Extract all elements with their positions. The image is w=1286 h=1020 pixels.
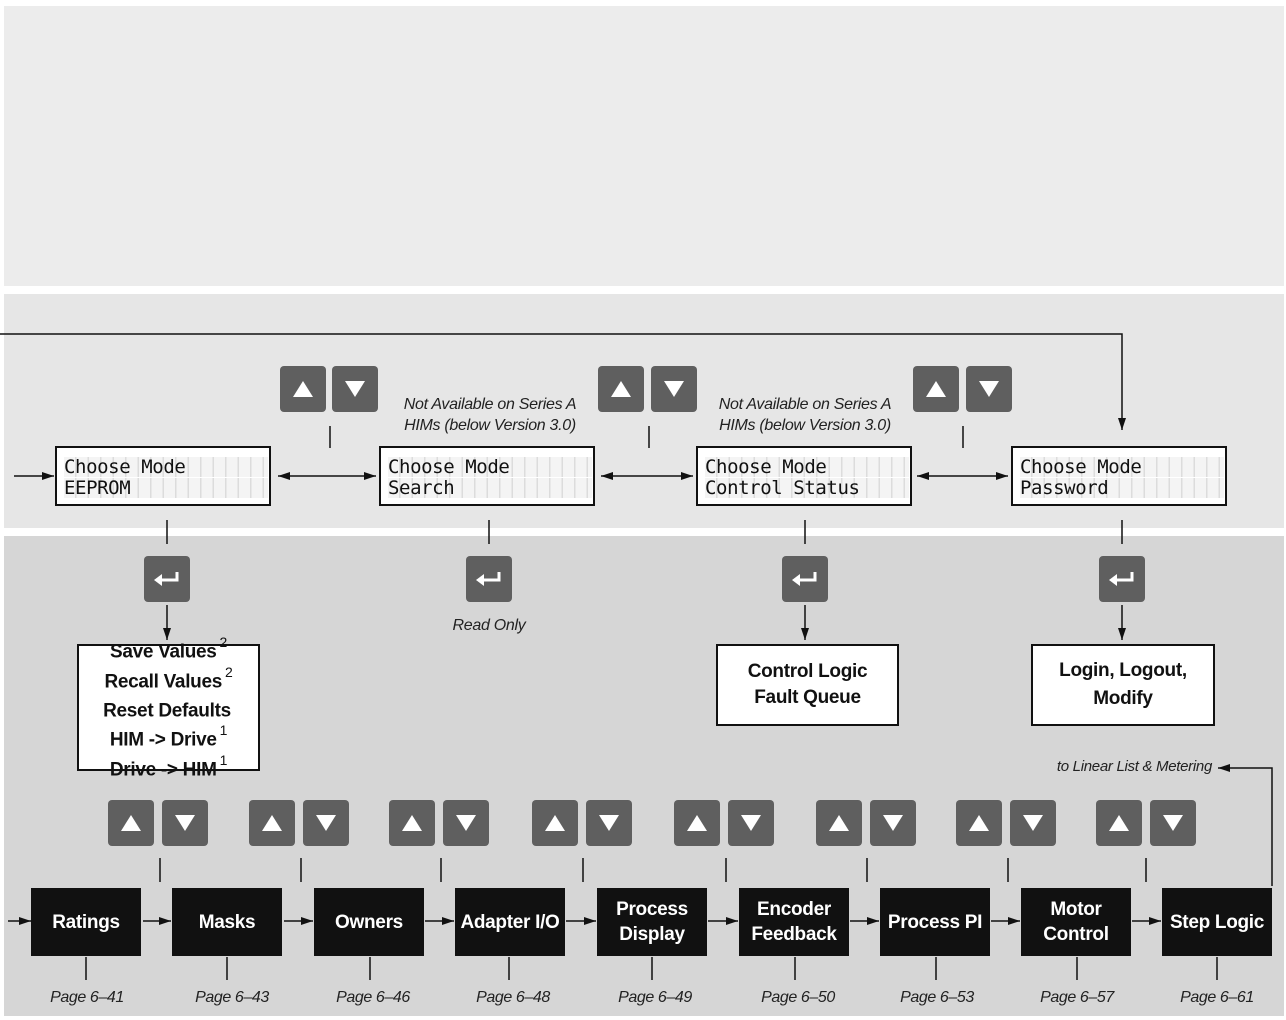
lcd-line-2: Control Status [705,478,909,498]
page-ref: Page 6–50 [761,989,835,1006]
group-step-logic[interactable]: Step Logic [1162,888,1272,956]
loop-line [0,333,1126,430]
page-ref: Page 6–48 [476,989,550,1006]
up-arrow-key-icon[interactable] [532,800,578,846]
password-options-box: Login, Logout, Modify [1031,644,1215,726]
page-ref: Page 6–57 [1040,989,1114,1006]
down-arrow-key-icon[interactable] [966,366,1012,412]
note-line: HIMs (below Version 3.0) [719,417,891,434]
lcd-search: Choose Mode Search [379,446,595,506]
down-arrow-key-icon[interactable] [1150,800,1196,846]
down-arrow-key-icon[interactable] [870,800,916,846]
down-arrow-key-icon[interactable] [303,800,349,846]
control-status-option: Fault Queue [754,687,861,708]
group-process-display[interactable]: Process Display [597,888,707,956]
lcd-password: Choose Mode Password [1011,446,1227,506]
group-masks[interactable]: Masks [172,888,282,956]
series-a-note-control-status: Not Available on Series A HIMs (below Ve… [695,394,915,436]
password-option: Login, Logout, [1059,660,1187,681]
down-arrow-key-icon[interactable] [1010,800,1056,846]
group-motor-control[interactable]: Motor Control [1021,888,1131,956]
group-owners[interactable]: Owners [314,888,424,956]
group-adapter-io[interactable]: Adapter I/O [455,888,565,956]
lcd-line-1: Choose Mode [388,457,592,477]
linear-list-return [1218,764,1273,886]
down-arrow-key-icon[interactable] [443,800,489,846]
read-only-note: Read Only [452,617,526,634]
group-process-pi[interactable]: Process PI [880,888,990,956]
up-arrow-key-icon[interactable] [249,800,295,846]
lcd-control-status: Choose Mode Control Status [696,446,912,506]
lcd-line-2: Search [388,478,592,498]
up-arrow-key-icon[interactable] [389,800,435,846]
lcd-eeprom: Choose Mode EEPROM [55,446,271,506]
enter-key-icon[interactable] [144,556,190,602]
eeprom-option: Reset Defaults [103,700,231,722]
note-line: HIMs (below Version 3.0) [404,417,576,434]
note-line: Not Available on Series A [403,396,577,413]
top-band [4,6,1284,286]
down-arrow-key-icon[interactable] [651,366,697,412]
down-arrow-key-icon[interactable] [332,366,378,412]
up-arrow-key-icon[interactable] [108,800,154,846]
page-ref: Page 6–41 [50,989,124,1006]
page-ref: Page 6–53 [900,989,974,1006]
down-arrow-key-icon[interactable] [162,800,208,846]
linear-list-note: to Linear List & Metering [1056,758,1212,775]
series-a-note-search: Not Available on Series A HIMs (below Ve… [380,394,600,436]
page-ref: Page 6–46 [336,989,410,1006]
control-status-option: Control Logic [747,661,868,682]
up-arrow-key-icon[interactable] [1096,800,1142,846]
group-encoder-feedback[interactable]: Encoder Feedback [739,888,849,956]
control-status-options-box: Control Logic Fault Queue [716,644,899,726]
up-arrow-key-icon[interactable] [913,366,959,412]
enter-key-icon[interactable] [782,556,828,602]
page-ref: Page 6–49 [618,989,692,1006]
up-arrow-key-icon[interactable] [816,800,862,846]
lcd-line-1: Choose Mode [1020,457,1224,477]
down-arrow-key-icon[interactable] [728,800,774,846]
up-arrow-key-icon[interactable] [956,800,1002,846]
up-arrow-key-icon[interactable] [598,366,644,412]
up-arrow-key-icon[interactable] [280,366,326,412]
lcd-line-2: Password [1020,478,1224,498]
group-ratings[interactable]: Ratings [31,888,141,956]
up-arrow-key-icon[interactable] [674,800,720,846]
lcd-line-1: Choose Mode [64,457,268,477]
lcd-line-1: Choose Mode [705,457,909,477]
password-option: Modify [1093,688,1153,709]
lcd-line-2: EEPROM [64,478,268,498]
down-arrow-key-icon[interactable] [586,800,632,846]
enter-key-icon[interactable] [1099,556,1145,602]
page-ref: Page 6–61 [1180,989,1254,1006]
note-line: Not Available on Series A [718,396,892,413]
page-ref: Page 6–43 [195,989,269,1006]
enter-key-icon[interactable] [466,556,512,602]
